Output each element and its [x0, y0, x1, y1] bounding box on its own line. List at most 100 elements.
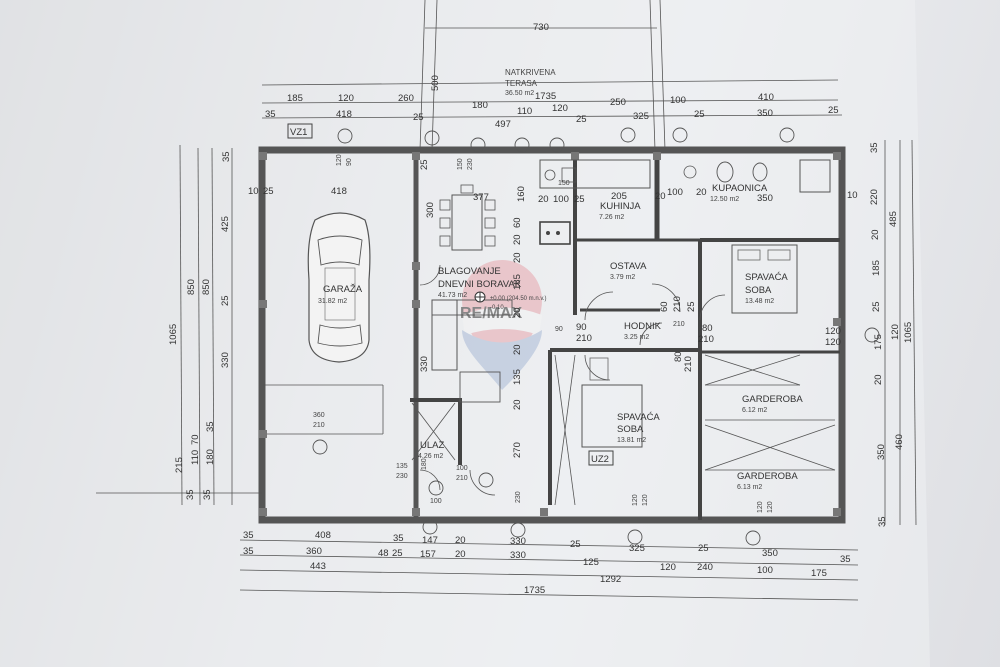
dim-b2-10: 25: [698, 543, 709, 554]
dim-i-12: 20: [696, 187, 707, 198]
dim-i-32: 120: [825, 337, 841, 348]
dim-b2-2: 48: [378, 548, 389, 559]
dim-i-1: 25: [263, 186, 274, 197]
dim-b3-2: 120: [660, 562, 676, 573]
dim-b3-4: 100: [757, 565, 773, 576]
dim-l-13: 35: [202, 489, 213, 500]
walls: [258, 146, 846, 524]
dim-l-3: 425: [220, 216, 231, 232]
dim-t2-5: 325: [633, 111, 649, 122]
dim-t1-1: 120: [338, 93, 354, 104]
dim-t1-2: 260: [398, 93, 414, 104]
dim-i-8: 100: [553, 194, 569, 205]
vz1-label: VZ1: [290, 127, 307, 138]
dim-i-15: 120: [336, 154, 343, 166]
dim-i-33: 80: [673, 351, 684, 362]
dim-l-7: 110: [190, 450, 201, 465]
dim-i-17: 150: [457, 158, 464, 170]
dim-i-56: 25: [419, 159, 430, 170]
bed-icon-1: [731, 244, 798, 314]
dim-t2-4: 25: [576, 114, 587, 125]
dining-table-icon: [439, 184, 496, 251]
dim-b2-11: 350: [762, 548, 778, 559]
dim-b3-1: 1292: [600, 574, 621, 585]
dim-i-16: 90: [346, 158, 353, 166]
dim-r-10: 350: [876, 444, 887, 460]
dim-i-36: 20: [512, 344, 523, 355]
ulaz-area: 4.26 m2: [418, 453, 443, 460]
dim-b1-3: 147: [422, 535, 438, 546]
ostava-name: OSTAVA: [610, 261, 647, 272]
dim-r-8: 20: [873, 374, 884, 385]
garaza-name: GARAŽA: [323, 284, 363, 295]
dim-r-5: 25: [871, 301, 882, 312]
dim-i-40: 360: [313, 412, 325, 419]
dimension-lines: [96, 79, 917, 601]
dim-t2-8: 25: [828, 105, 839, 116]
dim-b2-5: 20: [455, 549, 466, 560]
dim-l-4: 25: [220, 295, 231, 306]
dim-i-7: 20: [538, 194, 549, 205]
spavaca1-area: 13.48 m2: [745, 298, 774, 305]
dim-i-47: 100: [430, 498, 442, 505]
dim-b2-4: 157: [420, 549, 436, 560]
dim-l-10: 35: [221, 151, 232, 162]
dim-i-2: 418: [331, 186, 347, 197]
sofa-icon: [431, 299, 513, 403]
dim-i-9: 25: [574, 194, 585, 205]
dim-b2-8: 125: [583, 557, 599, 568]
dim-r-9: 1065: [903, 322, 914, 343]
terasa-name1: NATKRIVENA: [505, 68, 556, 77]
spavaca1-name: SPAVAĆA: [745, 272, 788, 283]
hodnik-area: 3.25 m2: [624, 334, 649, 341]
dim-i-54: 150: [558, 180, 570, 187]
dim-l-12: 35: [185, 489, 196, 500]
dim-i-35: 330: [419, 356, 430, 372]
garderoba1-area: 6.12 m2: [742, 407, 767, 414]
dnevni-boravak-name: DNEVNI BORAVAK: [438, 279, 522, 290]
dim-l-2: 850: [201, 279, 212, 295]
dim-i-44: 210: [456, 475, 468, 482]
dim-t2-1: 418: [336, 109, 352, 120]
terasa-area: 36.50 m2: [505, 90, 534, 97]
dim-r-0: 35: [869, 142, 880, 153]
dim-l-9: 180: [205, 449, 216, 465]
watermark-text: RE/MAX: [460, 305, 523, 322]
dim-i-18: 230: [467, 158, 474, 170]
dim-i-43: 100: [456, 465, 468, 472]
dim-b1-5: 330: [510, 536, 526, 547]
dim-i-55: 210: [673, 321, 685, 328]
dim-t1-8: 410: [758, 92, 774, 103]
dim-i-34: 210: [683, 356, 694, 372]
dim-r-7: 175: [873, 334, 884, 350]
dim-b1-4: 20: [455, 535, 466, 546]
dim-b3-5: 175: [811, 568, 827, 579]
dims-right: 35 220 485 20 185 25 120 175 20 1065 350…: [869, 142, 914, 527]
dim-730: 730: [533, 22, 549, 33]
wardrobe-hatch: [411, 354, 836, 506]
dim-r-12: 35: [877, 516, 888, 527]
dim-i-14: 10: [847, 190, 858, 201]
garderoba2-name: GARDEROBA: [737, 471, 798, 482]
dim-i-3: 377: [473, 192, 489, 203]
kuhinja-area: 7.26 m2: [599, 214, 624, 221]
dim-t1-4: 110: [517, 106, 532, 117]
dim-i-4: 300: [425, 202, 436, 218]
dim-b2-12: 35: [840, 554, 851, 565]
dim-b2-3: 25: [392, 548, 403, 559]
dim-t1-0: 185: [287, 93, 303, 104]
terasa-name2: TERASA: [505, 79, 538, 88]
misc-labels: VZ1 UZ2 ±0.00 (204.50 m.n.v.) -0.10: [287, 123, 614, 466]
dim-t2-2: 25: [413, 112, 424, 123]
dim-i-42: 135: [396, 463, 408, 470]
dim-t1-6: 250: [610, 97, 626, 108]
dim-i-50: 120: [642, 494, 649, 506]
spavaca1-soba: SOBA: [745, 285, 772, 296]
dim-i-38: 20: [512, 399, 523, 410]
dim-l-1: 850: [186, 279, 197, 295]
dim-i-22: 185: [512, 274, 523, 290]
garaza-area: 31.82 m2: [318, 298, 347, 305]
axis-markers: [312, 127, 880, 546]
kuhinja-name: KUHINJA: [600, 201, 641, 212]
dim-l-0: 1065: [168, 324, 179, 345]
